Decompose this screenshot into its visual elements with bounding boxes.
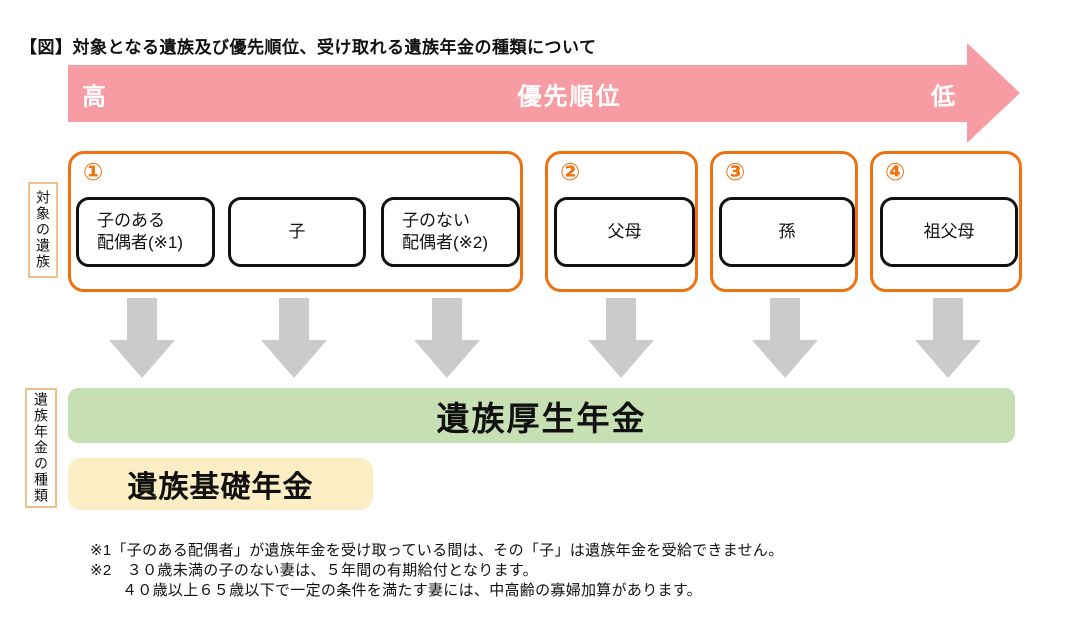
footnotes: ※1「子のある配偶者」が遺族年金を受け取っている間は、その「子」は遺族年金を受給… [90, 541, 784, 601]
footnote-1: ※1「子のある配偶者」が遺族年金を受け取っている間は、その「子」は遺族年金を受給… [90, 542, 784, 559]
down-arrow-icon [752, 298, 818, 378]
group-3-number: ③ [725, 159, 746, 186]
member-box-grandchild: 孫 [719, 197, 855, 267]
bar-survivor-basic-pension: 遺族基礎年金 [68, 458, 373, 510]
member-label-line: 父母 [607, 221, 642, 241]
priority-low-label: 低 [931, 83, 955, 110]
group-4-number: ④ [885, 159, 906, 186]
group-1-number: ① [83, 159, 104, 186]
member-box-spouse-with-child: 子のある 配偶者(※1) [76, 197, 215, 267]
member-box-parents: 父母 [554, 197, 695, 267]
row-label-pension-types: 遺族年金の種類 [25, 388, 57, 508]
priority-group-1: ① 子のある 配偶者(※1) 子 子のない 配偶者(※2) [68, 151, 523, 292]
priority-group-3: ③ 孫 [710, 151, 858, 292]
down-arrow-icon [588, 298, 654, 378]
member-label-line: 祖父母 [923, 221, 975, 241]
priority-group-4: ④ 祖父母 [870, 151, 1022, 292]
down-arrow-icon [261, 298, 327, 378]
member-label-line: 子 [288, 221, 306, 241]
member-box-grandparents: 祖父母 [880, 197, 1018, 267]
footnote-2: ※2 ３０歳未満の子のない妻は、５年間の有期給付となります。 [90, 562, 538, 579]
member-label-line: 配偶者(※1) [97, 233, 184, 252]
member-box-spouse-without-child: 子のない 配偶者(※2) [381, 197, 520, 267]
member-label-line: 配偶者(※2) [402, 233, 489, 252]
member-box-child: 子 [228, 197, 366, 267]
priority-arrow-head-icon [967, 43, 1020, 143]
priority-high-label: 高 [82, 83, 106, 110]
group-2-number: ② [560, 159, 581, 186]
down-arrow-icon [915, 298, 981, 378]
priority-arrow-banner: 高 優先順位 低 [68, 65, 967, 122]
member-label-line: 子のある [97, 210, 165, 230]
row-label-target-survivors: 対象の遺族 [28, 182, 58, 278]
member-label-line: 子のない [402, 210, 470, 230]
footnote-2-continued: ４０歳以上６５歳以下で一定の条件を満たす妻には、中高齢の寡婦加算があります。 [122, 582, 702, 599]
member-label-line: 孫 [778, 221, 796, 241]
priority-order-label: 優先順位 [517, 83, 622, 110]
down-arrow-icon [109, 298, 175, 378]
bar-survivor-employee-pension: 遺族厚生年金 [68, 388, 1015, 443]
down-arrow-icon [414, 298, 480, 378]
figure-title: 【図】対象となる遺族及び優先順位、受け取れる遺族年金の種類について [20, 38, 597, 57]
priority-group-2: ② 父母 [545, 151, 698, 292]
